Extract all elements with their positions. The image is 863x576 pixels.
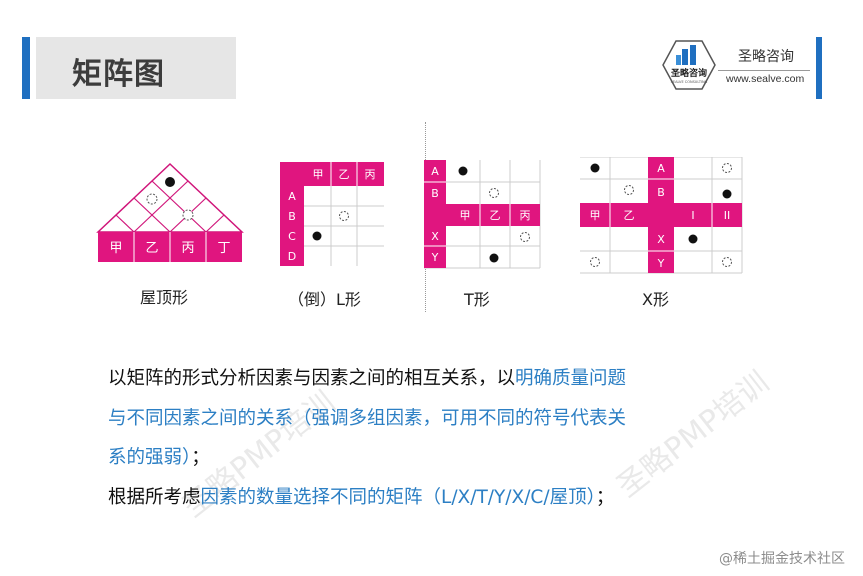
weak-relation-marker	[489, 188, 499, 198]
roof-label: 丙	[181, 241, 194, 256]
right-accent-bar	[816, 37, 822, 99]
page-title: 矩阵图	[72, 57, 165, 92]
t-side-label: Y	[431, 251, 439, 264]
weak-relation-marker	[722, 257, 732, 267]
strong-relation-marker	[688, 234, 698, 244]
logo-icon: 圣略咨询 SEALVE CONSULTING	[662, 40, 716, 90]
brand-url: www.sealve.com	[726, 73, 805, 85]
weak-relation-marker	[590, 257, 600, 267]
brand-divider	[718, 70, 810, 71]
weak-relation-marker	[520, 232, 530, 242]
body-line-4: 根据所考虑因素的数量选择不同的矩阵（L/X/T/Y/X/C/屋顶）；	[108, 483, 614, 509]
t-mid-label: 甲	[460, 209, 471, 222]
l-matrix-diagram: 甲 乙 丙 A B C D	[280, 162, 384, 266]
x-side-label: X	[657, 233, 665, 246]
l-caption: （倒）L形	[288, 290, 361, 309]
x-matrix-diagram: A B 甲 乙 I II X Y	[580, 157, 743, 274]
x-side-label: B	[657, 186, 665, 199]
t-mid-label: 乙	[490, 209, 501, 222]
t-side-label: X	[431, 230, 439, 243]
roof-matrix-diagram: 甲 乙 丙 丁	[96, 162, 244, 262]
footer-credit: @稀土掘金技术社区	[719, 551, 845, 567]
roof-label: 丁	[217, 241, 230, 256]
strong-relation-marker	[458, 166, 468, 176]
body-highlight: 因素的数量选择不同的矩阵（L/X/T/Y/X/C/屋顶）	[200, 487, 596, 508]
body-highlight: 系的强弱）	[108, 447, 192, 468]
strong-relation-marker	[722, 189, 732, 199]
title-accent-bar	[22, 37, 30, 99]
x-left-label: 乙	[624, 209, 635, 222]
logo-subtext: SEALVE CONSULTING	[671, 80, 708, 84]
body-line-2: 与不同因素之间的关系（强调多组因素，可用不同的符号代表关	[108, 408, 627, 429]
weak-relation-marker	[182, 209, 194, 221]
l-side-label: C	[288, 230, 296, 243]
watermark: 圣略PMP培训	[610, 364, 776, 505]
body-text: 根据所考虑	[108, 487, 201, 508]
roof-label: 乙	[145, 241, 158, 256]
weak-relation-marker	[722, 163, 732, 173]
x-right-label: I	[691, 209, 694, 222]
strong-relation-marker	[312, 231, 322, 241]
t-caption: T形	[464, 290, 490, 309]
title-box	[36, 37, 236, 99]
t-side-label: B	[431, 187, 439, 200]
body-text: ；	[595, 487, 615, 508]
l-side-label: B	[288, 210, 296, 223]
t-side-label: A	[431, 165, 439, 178]
strong-relation-marker	[590, 163, 600, 173]
roof-caption: 屋顶形	[140, 288, 189, 307]
x-caption: X形	[642, 290, 669, 309]
l-top-label: 乙	[339, 168, 350, 181]
weak-relation-marker	[146, 193, 158, 205]
body-highlight: 明确质量问题	[515, 368, 627, 389]
body-text: ；	[191, 447, 210, 468]
l-top-label: 甲	[313, 168, 324, 181]
weak-relation-marker	[339, 211, 349, 221]
x-left-label: 甲	[590, 209, 601, 222]
body-line-3: 系的强弱）；	[108, 443, 210, 469]
weak-relation-marker	[624, 185, 634, 195]
strong-relation-marker	[489, 253, 499, 263]
x-side-label: Y	[657, 257, 665, 270]
logo-text: 圣略咨询	[671, 67, 707, 79]
l-top-label: 丙	[365, 168, 376, 181]
l-side-label: D	[288, 250, 296, 263]
x-side-label: A	[657, 162, 665, 175]
l-side-label: A	[288, 190, 296, 203]
body-line-1: 以矩阵的形式分析因素与因素之间的相互关系，以明确质量问题	[108, 364, 626, 390]
x-right-label: II	[724, 209, 731, 222]
roof-label: 甲	[109, 241, 122, 256]
brand-name: 圣略咨询	[738, 49, 794, 65]
strong-relation-marker	[165, 177, 175, 187]
body-text: 以矩阵的形式分析因素与因素之间的相互关系，以	[108, 368, 516, 389]
t-mid-label: 丙	[520, 209, 531, 222]
t-matrix-diagram: A B 甲 乙 丙 X Y	[424, 160, 541, 269]
